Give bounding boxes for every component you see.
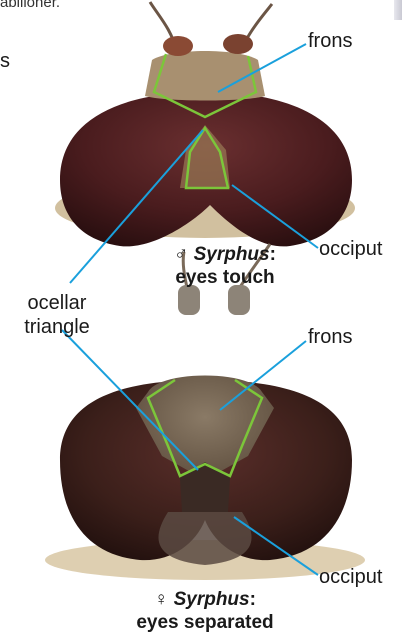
label-frons-bottom: frons [308,326,352,349]
caption-male: ♂ Syrphus: eyes touch [150,244,300,290]
male-antenna-base-left [163,36,193,56]
caption-female-genus: Syrphus [174,589,250,610]
caption-male-line2: eyes touch [150,267,300,290]
page-corner [394,0,402,20]
label-ocellar-line1: ocellar [18,292,96,315]
label-occiput-bottom: occiput [319,566,382,589]
caption-female: ♀ Syrphus: eyes separated [120,589,290,635]
caption-female-line2: eyes separated [120,612,290,635]
female-symbol: ♀ [154,589,168,610]
male-symbol: ♂ [174,244,188,265]
label-frons-top: frons [308,30,352,53]
male-antenna-base-right [223,34,253,54]
caption-male-genus: Syrphus [194,244,270,265]
caption-female-line1: ♀ Syrphus: [120,589,290,612]
label-ocellar-line2: triangle [8,316,106,339]
left-cut-letter: s [0,50,10,73]
caption-male-line1: ♂ Syrphus: [150,244,300,267]
top-cut-text: abilioner. [0,0,60,11]
caption-female-colon: : [250,589,256,610]
label-occiput-top: occiput [319,238,382,261]
caption-male-colon: : [270,244,276,265]
